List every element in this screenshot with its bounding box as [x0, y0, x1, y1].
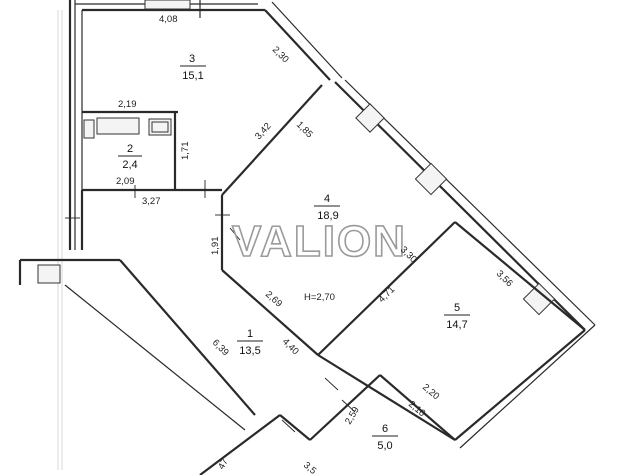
- window-right-1: [355, 103, 385, 133]
- room-area: 14,7: [446, 319, 467, 331]
- room-6-label: 6 5,0: [372, 423, 398, 452]
- dimension: 2,20: [420, 382, 441, 402]
- window-top: [144, 0, 191, 10]
- dimension: 3,56: [494, 268, 515, 289]
- dimension: 3,42: [253, 121, 274, 142]
- dimension: 4,71: [376, 284, 397, 305]
- dimension: 2,09: [116, 176, 135, 187]
- dimension: 4,08: [159, 14, 178, 25]
- dimension: 1,71: [180, 142, 191, 161]
- room-number: 1: [247, 328, 253, 340]
- dimension: 3,27: [142, 196, 161, 207]
- room-number: 4: [324, 193, 330, 205]
- dimension: 1,85: [294, 119, 315, 140]
- room-number: 3: [189, 53, 195, 65]
- room-3-label: 3 15,1: [180, 53, 206, 82]
- room-1-label: 1 13,5: [237, 328, 263, 357]
- room-area: 15,1: [182, 70, 203, 82]
- dimension: 1,91: [210, 237, 221, 256]
- outer-wall-hatching: [57, 10, 63, 470]
- dimension: 2,10: [406, 399, 427, 419]
- dimension: 47: [216, 457, 231, 472]
- dimension: 2,69: [263, 289, 284, 310]
- bathroom-fixture: [37, 264, 61, 284]
- room-number: 5: [454, 302, 460, 314]
- window-right-3: [522, 282, 556, 316]
- room-number: 6: [382, 423, 388, 435]
- dimension: 4,40: [280, 336, 301, 357]
- dimension: 6,39: [210, 337, 231, 358]
- ceiling-height: H=2,70: [304, 292, 335, 303]
- room-4-label: 4 18,9: [314, 193, 340, 222]
- dimension: 2,30: [270, 44, 291, 65]
- room-5-label: 5 14,7: [444, 302, 470, 331]
- watermark: VALION: [232, 217, 407, 266]
- dimension: 2,19: [118, 99, 137, 110]
- bathtub-icon: [96, 117, 140, 135]
- room-2-label: 2 2,4: [118, 143, 142, 171]
- room-area: 2,4: [122, 159, 137, 171]
- dimension: 3,5: [301, 460, 318, 475]
- room-area: 5,0: [377, 440, 392, 452]
- window-right-2: [414, 162, 448, 196]
- bathroom-fixtures: [83, 117, 172, 139]
- door-marks: [65, 180, 356, 433]
- room-area: 13,5: [239, 345, 260, 357]
- dimension: 2,59: [343, 405, 362, 427]
- room-number: 2: [127, 143, 133, 155]
- room-area: 18,9: [317, 210, 338, 222]
- walls: [18, 0, 596, 475]
